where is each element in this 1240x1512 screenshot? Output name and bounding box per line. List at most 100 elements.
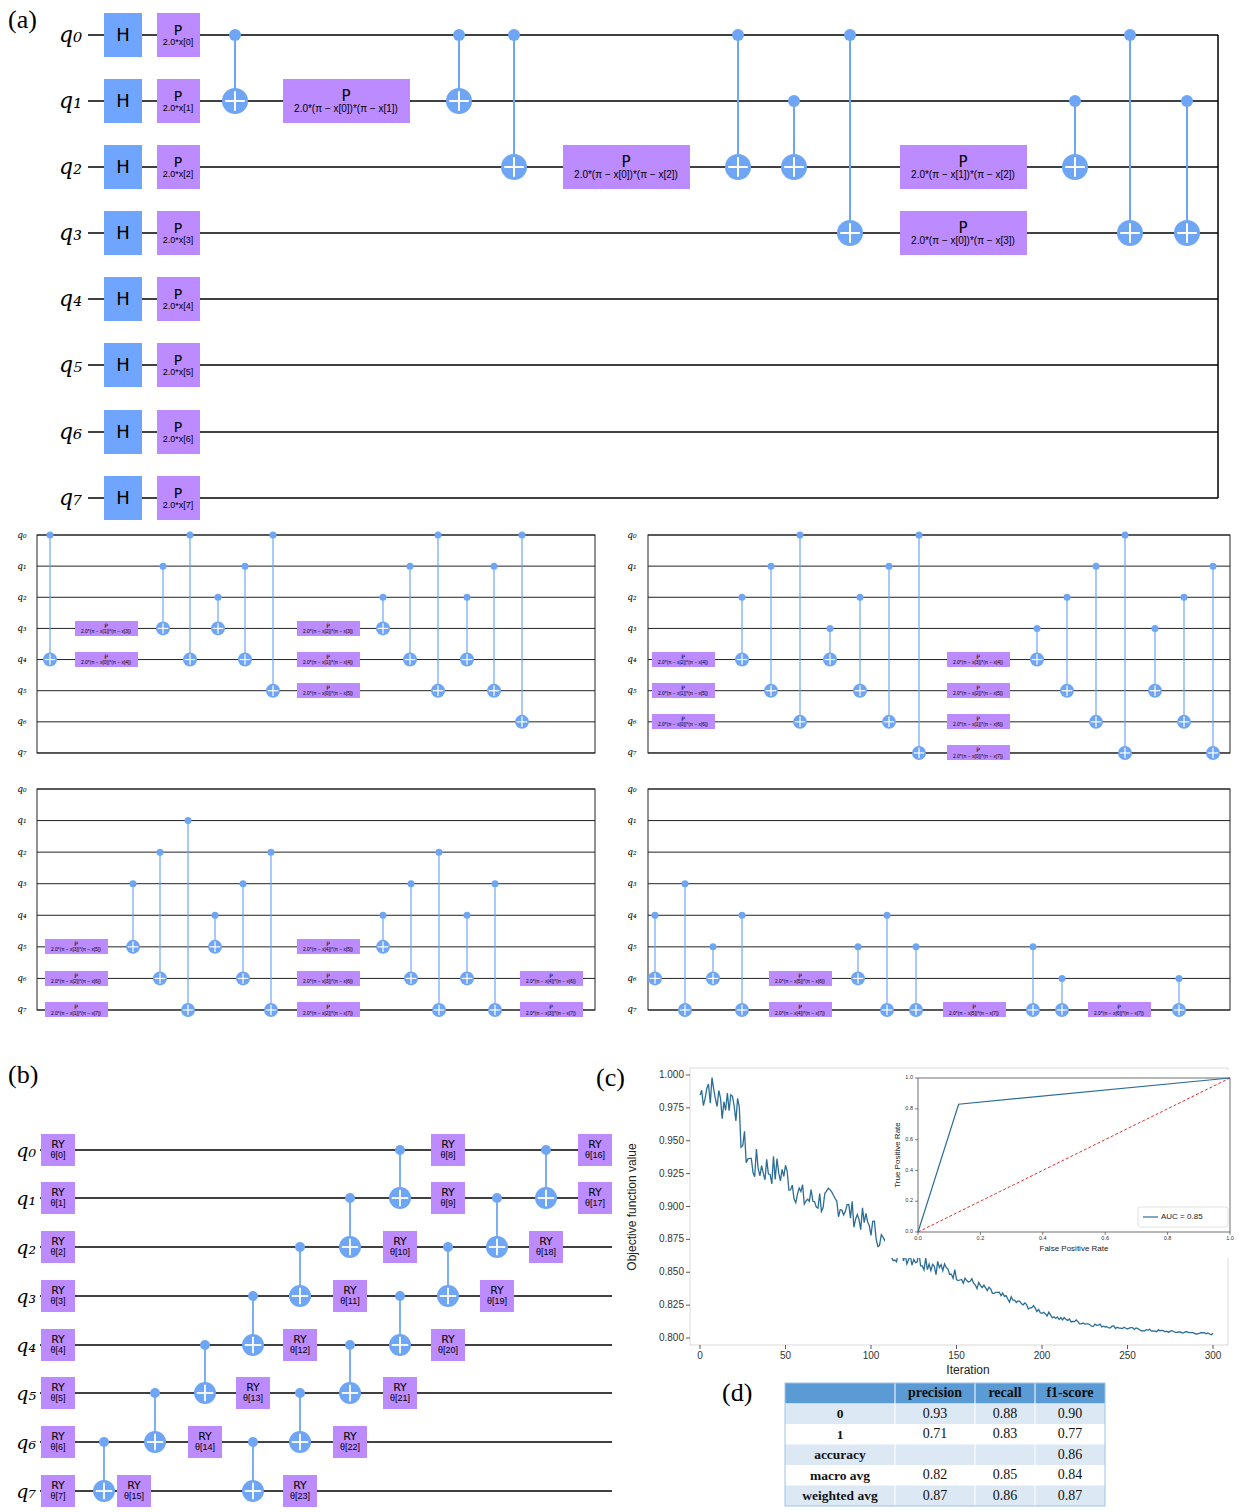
gate-parameter: 2.0*(π − x[0])*(π − x[7]) [953, 754, 1003, 759]
target-plus [466, 973, 467, 984]
cnot-gate [181, 817, 195, 1017]
panel-label: (c) [596, 1065, 625, 1091]
ry-gate: RYθ[10] [383, 1231, 417, 1263]
hadamard-gate: H [104, 211, 142, 255]
target-circle [460, 971, 474, 985]
gate-parameter: θ[12] [290, 1346, 310, 1356]
target-plus [410, 973, 411, 984]
qubit-label: q₁ [16, 1189, 36, 1208]
hadamard-gate: H [104, 476, 142, 520]
gate-parameter: θ[17] [585, 1199, 605, 1209]
legend-frame [1138, 1207, 1228, 1227]
control-dot [187, 532, 194, 539]
control-dot [464, 594, 471, 601]
gate-symbol: P [174, 486, 182, 501]
table-grid [975, 1383, 976, 1506]
qubit-wire [88, 497, 1218, 499]
cnot-wire [437, 535, 438, 691]
target-plus [521, 717, 522, 728]
qubit-label: q₄ [17, 911, 26, 920]
control-dot [827, 625, 834, 632]
row-label: accuracy [814, 1448, 866, 1462]
gate-parameter: 2.0*(π − x[1])*(π − x[7]) [51, 1011, 101, 1016]
target-plus [382, 623, 383, 634]
control-dot [492, 1193, 502, 1203]
phase-gate: P2.0*(π − x[0])*(π − x[7]) [947, 745, 1010, 760]
target-plus [438, 1005, 439, 1016]
inset-background [885, 1070, 1232, 1258]
qubit-wire [648, 852, 1230, 853]
control-dot [682, 880, 689, 887]
target-circle [1118, 746, 1132, 760]
target-circle [1177, 715, 1191, 729]
target-circle [181, 1003, 195, 1017]
target-plus [187, 1005, 188, 1016]
target-plus [1066, 685, 1067, 696]
target-plus [859, 685, 860, 696]
control-dot [913, 943, 920, 950]
control-dot [99, 1437, 109, 1447]
target-plus [466, 654, 467, 665]
tick-label: 0.800 [659, 1333, 684, 1343]
control-dot [248, 1291, 258, 1301]
cnot-gate [208, 912, 222, 954]
cnot-gate [851, 943, 865, 985]
panel-frame [648, 789, 1230, 1010]
control-dot [886, 563, 893, 570]
panel-label: (a) [8, 7, 37, 33]
control-dot [739, 594, 746, 601]
gate-symbol: P [326, 941, 330, 947]
qubit-wire [37, 789, 595, 790]
target-plus [799, 717, 800, 728]
target-plus [1178, 1005, 1179, 1016]
target-circle [823, 653, 837, 667]
phase-gate: P2.0*x[6] [157, 410, 200, 454]
target-plus [299, 1434, 301, 1451]
target-plus [494, 1005, 495, 1016]
qubit-label: q₆ [17, 974, 26, 983]
target-circle [446, 88, 472, 114]
ry-gate: RYθ[18] [529, 1231, 563, 1263]
control-dot [200, 1340, 210, 1350]
tick-mark [915, 1201, 918, 1202]
ry-gate: RYθ[13] [236, 1377, 270, 1409]
qubit-label: q₀ [17, 531, 26, 540]
gate-symbol: P [1117, 1004, 1121, 1010]
cnot-wire [513, 35, 515, 167]
qubit-label: q₇ [17, 748, 26, 757]
gate-symbol: P [104, 654, 108, 660]
qubit-wire [648, 752, 1230, 753]
target-circle [764, 684, 778, 698]
phase-gate: P2.0*(π − x[0])*(π − x[6]) [652, 714, 715, 729]
gate-symbol: RY [51, 1480, 65, 1492]
tick-mark [915, 1108, 918, 1109]
gate-symbol: RY [441, 1187, 455, 1199]
gate-parameter: 2.0*x[1] [163, 104, 194, 114]
cnot-gate [289, 1388, 311, 1453]
cnot-wire [466, 915, 467, 978]
tick-label: 0.950 [659, 1136, 684, 1146]
control-dot [884, 912, 891, 919]
gate-symbol: P [958, 154, 967, 170]
gate-parameter: 2.0*(π − x[1])*(π − x[3]) [81, 629, 131, 634]
target-plus [1183, 717, 1184, 728]
target-circle [735, 1003, 749, 1017]
tick-mark [1127, 1345, 1128, 1349]
gate-parameter: 2.0*(π − x[2])*(π − x[4]) [658, 660, 708, 665]
qubit-wire [648, 883, 1230, 884]
tick-label: 1.0 [905, 1075, 913, 1081]
cnot-gate [437, 1242, 459, 1307]
target-circle [266, 684, 280, 698]
qubit-wire [40, 1246, 612, 1248]
cnot-gate [183, 532, 197, 667]
target-plus [458, 91, 460, 111]
control-dot [270, 532, 277, 539]
hadamard-gate: H [104, 410, 142, 454]
qubit-label: q₃ [17, 624, 26, 633]
target-circle [289, 1431, 311, 1453]
cnot-gate [735, 912, 749, 1017]
tick-mark [915, 1139, 918, 1140]
tick-label: 0.4 [1039, 1236, 1047, 1242]
gate-symbol: P [621, 154, 630, 170]
gate-symbol: RY [293, 1334, 307, 1346]
